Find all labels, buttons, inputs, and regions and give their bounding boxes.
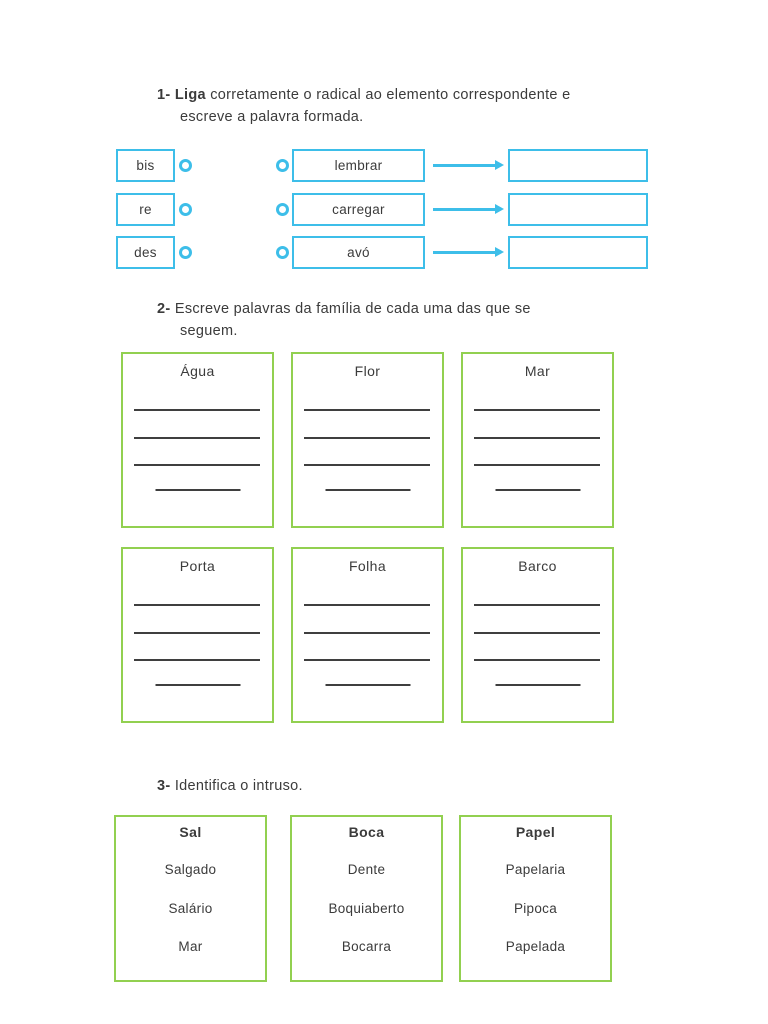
answer-box[interactable] xyxy=(508,193,648,226)
write-line[interactable] xyxy=(474,632,600,634)
family-box-title: Água xyxy=(180,363,215,379)
write-line[interactable] xyxy=(474,464,600,466)
write-line[interactable] xyxy=(134,409,260,411)
exercise1-title-rest: corretamente o radical ao elemento corre… xyxy=(205,87,571,103)
connector-dot-icon[interactable] xyxy=(276,159,289,172)
intruder-box: Boca Dente Boquiaberto Bocarra xyxy=(290,815,443,982)
intruder-box-title: Boca xyxy=(348,824,385,840)
prefix-label: des xyxy=(134,245,157,260)
intruder-word[interactable]: Dente xyxy=(347,862,386,877)
match-row: re carregar xyxy=(0,193,768,226)
family-box: Água xyxy=(121,352,274,528)
exercise1-title-bold: Liga xyxy=(174,87,206,103)
write-line[interactable] xyxy=(134,659,260,661)
connector-dot-icon[interactable] xyxy=(179,159,192,172)
exercise3-number: 3- xyxy=(157,778,171,794)
family-box-title: Flor xyxy=(354,363,381,379)
family-box-title: Folha xyxy=(348,558,387,574)
arrow-right-icon xyxy=(433,160,504,169)
write-line[interactable] xyxy=(495,684,580,686)
prefix-label: bis xyxy=(136,158,155,173)
family-box-title: Porta xyxy=(179,558,216,574)
prefix-box: bis xyxy=(116,149,175,182)
intruder-word[interactable]: Bocarra xyxy=(341,939,392,954)
family-box: Flor xyxy=(291,352,444,528)
family-box-title: Barco xyxy=(518,558,557,574)
intruder-box-title: Papel xyxy=(515,824,556,840)
exercise2-title: 2- Escreve palavras da família de cada u… xyxy=(157,298,531,342)
exercise2-title-line2: seguem. xyxy=(180,323,238,339)
exercise2-title-line1: 2- Escreve palavras da família de cada u… xyxy=(157,298,531,320)
write-line[interactable] xyxy=(134,604,260,606)
write-line[interactable] xyxy=(304,632,430,634)
write-line[interactable] xyxy=(474,409,600,411)
arrow-right-icon xyxy=(433,204,504,213)
write-line[interactable] xyxy=(155,489,240,491)
answer-box[interactable] xyxy=(508,149,648,182)
word-label: carregar xyxy=(332,202,385,217)
exercise3-title-rest: Identifica o intruso. xyxy=(174,778,303,794)
intruder-word[interactable]: Mar xyxy=(178,939,203,954)
write-line[interactable] xyxy=(304,437,430,439)
word-label: lembrar xyxy=(334,158,383,173)
match-row: bis lembrar xyxy=(0,149,768,182)
exercise3-title: 3- Identifica o intruso. xyxy=(157,775,303,797)
exercise1-title-line1: 1- Liga corretamente o radical ao elemen… xyxy=(157,84,570,106)
write-line[interactable] xyxy=(134,437,260,439)
intruder-word[interactable]: Papelaria xyxy=(505,862,566,877)
connector-dot-icon[interactable] xyxy=(276,246,289,259)
connector-dot-icon[interactable] xyxy=(276,203,289,216)
write-line[interactable] xyxy=(495,489,580,491)
arrow-right-icon xyxy=(433,247,504,256)
write-line[interactable] xyxy=(474,437,600,439)
word-box: avó xyxy=(292,236,425,269)
write-line[interactable] xyxy=(134,464,260,466)
connector-dot-icon[interactable] xyxy=(179,203,192,216)
family-box: Porta xyxy=(121,547,274,723)
intruder-word[interactable]: Salgado xyxy=(164,862,217,877)
write-line[interactable] xyxy=(325,684,410,686)
answer-box[interactable] xyxy=(508,236,648,269)
intruder-word[interactable]: Pipoca xyxy=(513,901,558,916)
write-line[interactable] xyxy=(304,409,430,411)
write-line[interactable] xyxy=(304,604,430,606)
word-box: lembrar xyxy=(292,149,425,182)
exercise2-title-rest: Escreve palavras da família de cada uma … xyxy=(174,301,531,317)
intruder-box-title: Sal xyxy=(179,824,202,840)
family-box: Folha xyxy=(291,547,444,723)
write-line[interactable] xyxy=(325,489,410,491)
family-box-title: Mar xyxy=(524,363,551,379)
prefix-label: re xyxy=(139,202,152,217)
write-line[interactable] xyxy=(304,659,430,661)
family-box: Mar xyxy=(461,352,614,528)
write-line[interactable] xyxy=(155,684,240,686)
write-line[interactable] xyxy=(134,632,260,634)
match-row: des avó xyxy=(0,236,768,269)
connector-dot-icon[interactable] xyxy=(179,246,192,259)
exercise3-title-line1: 3- Identifica o intruso. xyxy=(157,775,303,797)
exercise1-title-line2: escreve a palavra formada. xyxy=(180,109,364,125)
intruder-word[interactable]: Salário xyxy=(168,901,213,916)
write-line[interactable] xyxy=(304,464,430,466)
prefix-box: des xyxy=(116,236,175,269)
family-box: Barco xyxy=(461,547,614,723)
exercise1-title: 1- Liga corretamente o radical ao elemen… xyxy=(157,84,570,128)
word-box: carregar xyxy=(292,193,425,226)
intruder-word[interactable]: Papelada xyxy=(505,939,566,954)
intruder-word[interactable]: Boquiaberto xyxy=(328,901,405,916)
write-line[interactable] xyxy=(474,659,600,661)
intruder-box: Papel Papelaria Pipoca Papelada xyxy=(459,815,612,982)
exercise1-number: 1- xyxy=(157,87,171,103)
intruder-box: Sal Salgado Salário Mar xyxy=(114,815,267,982)
prefix-box: re xyxy=(116,193,175,226)
word-label: avó xyxy=(347,245,370,260)
write-line[interactable] xyxy=(474,604,600,606)
exercise2-number: 2- xyxy=(157,301,171,317)
